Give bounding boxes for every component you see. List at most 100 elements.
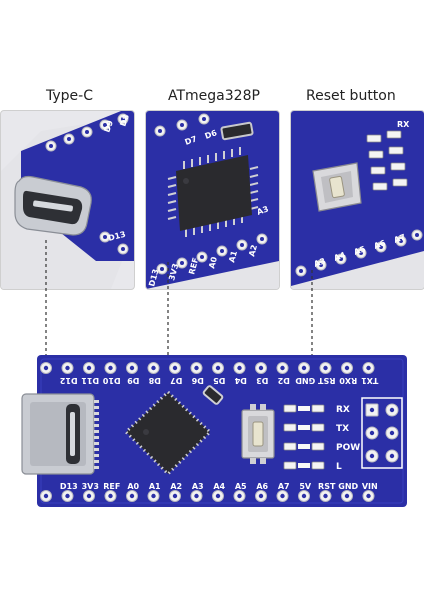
silk-label: 3V3 [167,262,180,281]
silk-label: A3 [256,204,270,216]
bottom-pin-label: A0 [127,482,139,491]
bottom-pin-pad [40,490,52,502]
silk-label: A5 [353,244,368,257]
bottom-pin-label: A6 [256,482,268,491]
silk-label: A4 [333,250,348,263]
atmega328p-chip [123,389,213,477]
top-pin-label: D10 [102,376,120,385]
led-label: POW [336,443,360,453]
reset-button [241,404,275,464]
bottom-pin-label: A1 [149,482,161,491]
bottom-pin-pad [104,490,117,502]
silk-label: A1 [227,249,239,263]
silk-label: A0 [207,255,219,269]
bottom-pin-pad [83,490,95,502]
top-pin-label: RST [318,376,336,385]
reset-button-component [312,162,362,212]
bottom-pin-label: A4 [213,482,225,491]
top-pin-pad [40,362,52,374]
silk-label: D13 [107,230,127,243]
status-led [283,404,325,413]
zoom-atmega-photo: D7 D6 A3 D13 3V3 REF A0 A1 A2 [146,111,279,289]
bottom-pin-pad [298,490,310,502]
bottom-pin-label: 3V3 [82,482,99,491]
bottom-pin-pad [212,490,224,502]
top-pin-pad [83,362,95,374]
silk-label: RX [397,120,410,129]
bottom-pin-label: 5V [299,482,312,491]
zoom-type-c-photo: D9 D8 D13 [1,111,134,289]
silk-label: D13 [147,268,160,288]
top-pin-label: D4 [234,376,247,385]
bottom-pin-pad [276,490,289,502]
zoom-panel-reset-button: RX A3 A4 A5 A6 A7 [290,110,424,290]
status-led [283,461,325,470]
top-pin-label: RX0 [339,376,357,385]
zoom-panel-atmega328p: D7 D6 A3 D13 3V3 REF A0 A1 A2 [145,110,280,290]
status-led [283,423,325,432]
top-pin-label: D3 [256,376,268,385]
top-pin-pad [319,362,332,374]
top-pin-pad [61,362,74,374]
top-pin-pad [276,362,289,374]
top-pin-pad [190,362,203,374]
top-pin-pad [298,362,310,374]
top-pin-label: TX1 [361,376,379,385]
top-pin-pad [126,362,138,374]
top-pin-label: D2 [278,376,290,385]
top-pin-label: GND [295,376,315,385]
bottom-pin-pad [147,490,160,502]
bottom-pin-pad [61,490,74,502]
bottom-pin-pad [169,490,181,502]
silk-label: A2 [247,244,259,258]
bottom-pin-label: A5 [235,482,247,491]
bottom-pin-label: D13 [60,482,78,491]
silk-label: D7 [184,134,199,147]
bottom-pin-label: A2 [170,482,182,491]
top-pin-pad [341,362,353,374]
top-pin-pad [212,362,224,374]
top-pin-label: D12 [60,376,78,385]
top-pin-label: D5 [213,376,226,385]
smd-component [202,385,224,405]
usb-c-connector [14,175,92,236]
caption-type-c: Type-C [46,88,93,104]
usb-c-port [21,393,99,475]
bottom-pin-pad [255,490,267,502]
atmega-chip [167,147,259,237]
silk-label: D6 [204,128,219,141]
led-smd-column [366,130,408,191]
bottom-pin-label: GND [338,482,358,491]
top-pin-label: D7 [170,376,182,385]
bottom-pin-pad [233,490,246,502]
silk-label: A7 [393,232,407,244]
bottom-pin-pad [190,490,203,502]
silk-label: A6 [373,238,388,251]
bottom-pin-pad [362,490,375,502]
bottom-pin-pad [319,490,332,502]
bottom-pin-label: REF [103,482,120,491]
top-pin-pad [362,362,375,374]
top-pin-pad [255,362,267,374]
silk-label: D9 [102,119,115,134]
top-pin-label: D11 [81,376,99,385]
led-label: RX [336,405,350,415]
top-pin-label: D8 [148,376,161,385]
silk-label: REF [187,257,200,276]
bottom-pin-label: A7 [278,482,290,491]
top-pin-label: D9 [127,376,140,385]
top-pin-pad [104,362,117,374]
bottom-pin-pad [126,490,138,502]
silk-label: D8 [118,113,131,128]
zoom-reset-photo: RX A3 A4 A5 A6 A7 [291,111,424,289]
caption-reset-button: Reset button [306,88,396,104]
top-pin-pad [233,362,246,374]
zoom-panel-type-c: D9 D8 D13 [0,110,135,290]
bottom-pin-label: RST [318,482,336,491]
bottom-pin-pad [341,490,353,502]
bottom-pin-label: VIN [362,482,378,491]
led-label: TX [336,424,349,434]
status-led [283,442,325,451]
top-pin-pad [147,362,160,374]
pcb [37,355,407,507]
